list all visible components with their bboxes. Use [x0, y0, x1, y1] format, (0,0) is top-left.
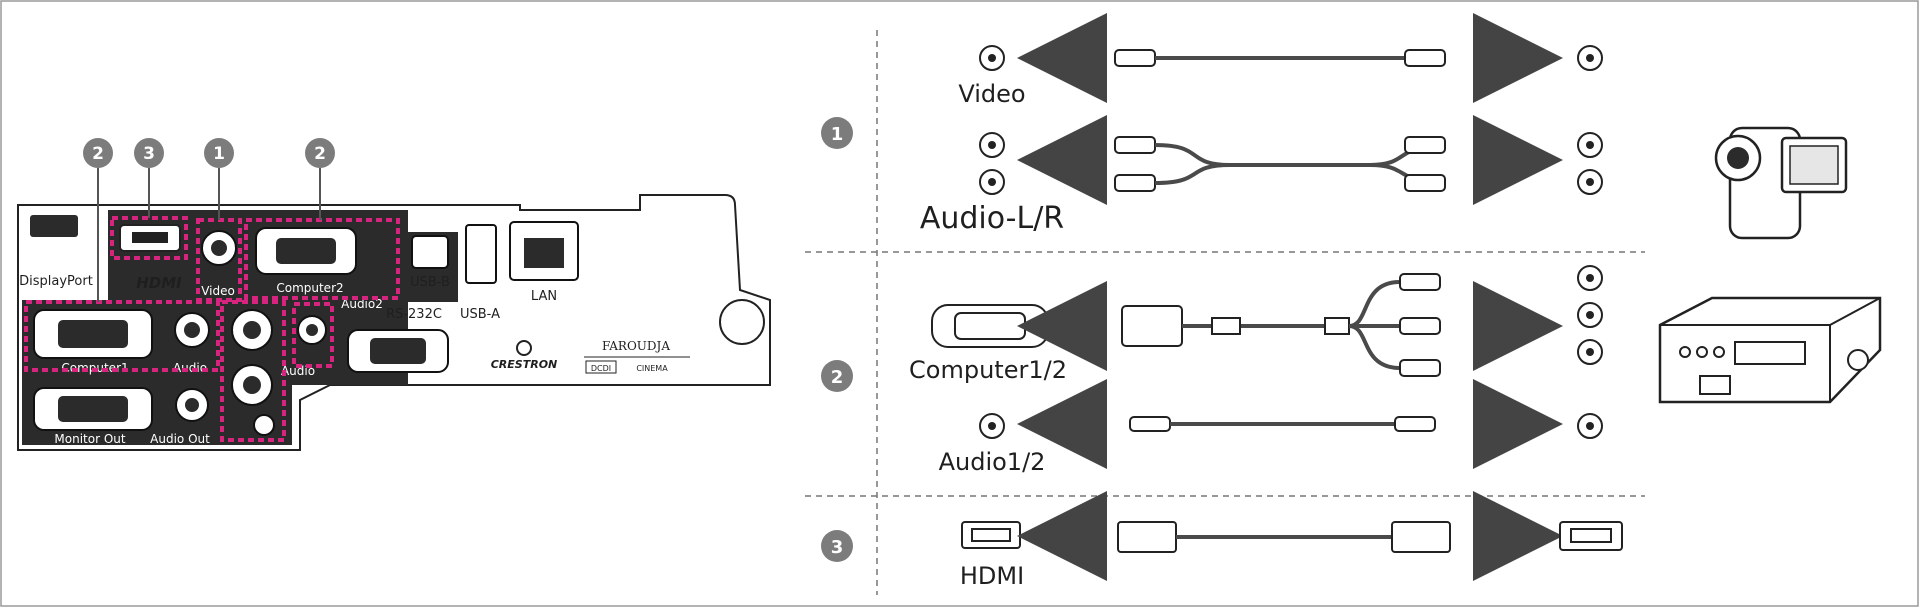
cable-ferrite: [1211, 317, 1241, 335]
label-computer2: Computer2: [276, 281, 343, 295]
label-monitor-out: Monitor Out: [54, 432, 125, 446]
computer1-port-pins: [58, 320, 128, 348]
label-audio12-row: Audio1/2: [939, 448, 1046, 476]
rca-plug-right: [1404, 49, 1446, 67]
label-cinema: CINEMA: [636, 364, 668, 373]
label-audio-lr-row: Audio-L/R: [920, 201, 1064, 236]
label-computer-row: Computer1/2: [909, 356, 1067, 384]
rs232c-port-pins: [370, 338, 426, 364]
audio-out-port-core: [185, 398, 199, 412]
audio-lr-cable: [1154, 143, 1446, 185]
label-crestron: CRESTRON: [491, 358, 558, 371]
audio2-port-core: [306, 324, 318, 336]
row-audio-lr: Audio-L/R: [920, 115, 1603, 236]
svg-text:3: 3: [831, 537, 844, 558]
svg-text:3: 3: [143, 144, 155, 164]
panel-screw-lower: [253, 414, 275, 436]
hdmi-plug-left: [1117, 521, 1177, 553]
row-video: Video: [958, 13, 1603, 108]
label-hdmi-logo: HDMI: [136, 274, 182, 292]
row-audio12: Audio1/2: [939, 379, 1603, 476]
usb-a-port: [465, 224, 497, 284]
label-rs232c: RS-232C: [386, 307, 442, 322]
monitor-out-port-pins: [58, 396, 128, 422]
component-split: [1348, 280, 1401, 370]
svg-text:1: 1: [831, 124, 844, 145]
highlight-computer1: [24, 300, 220, 372]
section-badge-3: 3: [821, 530, 853, 562]
audio-port-core: [184, 322, 200, 338]
label-audio-out: Audio Out: [150, 432, 210, 446]
callout-badge-2b: 2: [305, 138, 335, 168]
label-hdmi-row: HDMI: [960, 562, 1024, 590]
label-audio: Audio: [173, 361, 207, 375]
hdmi-port-slot: [132, 232, 168, 243]
video-port-core: [211, 240, 227, 256]
label-displayport: DisplayPort: [19, 274, 93, 289]
lan-port-socket: [524, 238, 564, 268]
camcorder-icon: [1714, 126, 1848, 240]
svg-text:2: 2: [831, 367, 844, 388]
label-video-row: Video: [958, 80, 1025, 108]
label-usb-b: USB-B: [410, 275, 450, 290]
label-usb-a: USB-A: [460, 307, 500, 322]
displayport-port: [30, 215, 78, 237]
highlight-hdmi: [110, 216, 188, 260]
cable-splitter: [1324, 317, 1350, 335]
callout-lines: [97, 168, 321, 302]
callout-badge-3: 3: [134, 138, 164, 168]
svg-text:2: 2: [314, 144, 326, 164]
callout-badge-2a: 2: [83, 138, 113, 168]
label-video: Video: [201, 284, 235, 298]
row-computer: Computer1/2: [909, 265, 1603, 384]
label-faroudja: FAROUDJA: [602, 339, 670, 353]
highlight-computer2: [244, 218, 400, 300]
highlight-audio-lr: [220, 300, 286, 442]
label-lan: LAN: [531, 289, 557, 304]
label-audio2: Audio2: [341, 297, 383, 311]
svg-text:1: 1: [213, 144, 225, 164]
section-badge-1: 1: [821, 117, 853, 149]
panel-round-knob: [719, 299, 765, 345]
rca-plug-left: [1114, 49, 1156, 67]
hdmi-plug-right: [1391, 521, 1451, 553]
computer2-port-pins: [276, 238, 336, 264]
label-dcdi: DCDI: [591, 364, 611, 373]
projector-panel: DisplayPort HDMI Video Computer2 USB-B U…: [17, 138, 771, 451]
dcdi-box: [585, 360, 617, 374]
callout-badge-1: 1: [204, 138, 234, 168]
crestron-logo-icon: [516, 340, 532, 356]
vga-plug: [1121, 305, 1183, 347]
video-player-icon: [1658, 296, 1882, 404]
row-hdmi: HDMI: [960, 491, 1623, 590]
connection-table: 1 2 3 Video Audio-L: [805, 13, 1882, 595]
audio-r-port-core: [243, 376, 261, 394]
svg-text:2: 2: [92, 144, 104, 164]
usb-b-port: [411, 235, 449, 269]
audio-l-port-core: [243, 321, 261, 339]
section-badge-2: 2: [821, 360, 853, 392]
